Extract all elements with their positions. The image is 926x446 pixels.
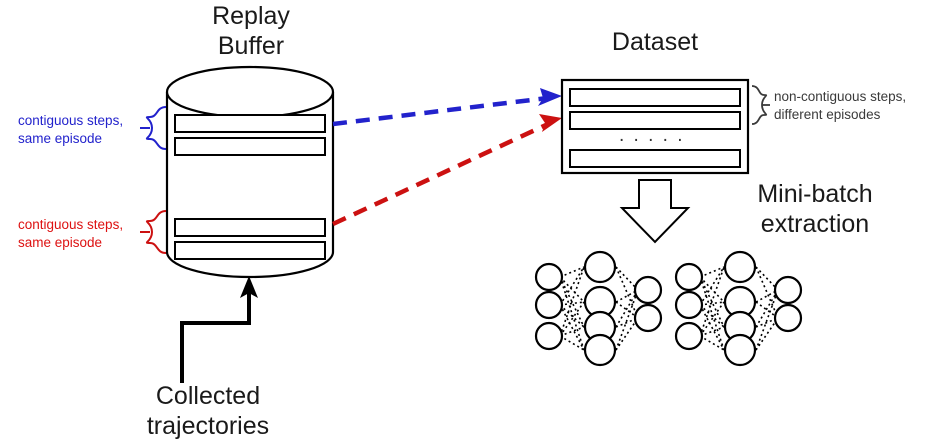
blue-bracket-label: contiguous steps, same episode [18,113,124,147]
replay-buffer-title: Replay Buffer [212,2,290,60]
blue-brace [140,106,167,150]
red-bracket-label: contiguous steps, same episode [18,217,124,251]
cylinder-top-ellipse [165,65,335,119]
dataset-row [569,111,741,130]
replay-buffer-red-rows [174,218,326,260]
blue-dashed-arrow [332,88,562,127]
dataset-bracket-label: non-contiguous steps, different episodes [774,89,907,123]
red-brace [140,210,167,254]
red-dashed-arrow [332,114,562,227]
minibatch-arrow [619,179,691,244]
neural-network-left [534,250,663,367]
dataset-row [569,149,741,168]
collected-trajectories-label: Collected trajectories [146,382,270,440]
replay-buffer-blue-rows [174,114,326,156]
dataset-ellipsis: . . . . . [619,125,685,146]
dataset-row [569,88,741,107]
dataset-title: Dataset [611,28,699,56]
minibatch-extraction-label: Mini-batch extraction [757,180,873,238]
dataset-box [560,78,750,175]
dataset-brace [751,85,770,125]
collected-trajectories-arrow [180,276,258,383]
neural-network-right [674,250,803,367]
